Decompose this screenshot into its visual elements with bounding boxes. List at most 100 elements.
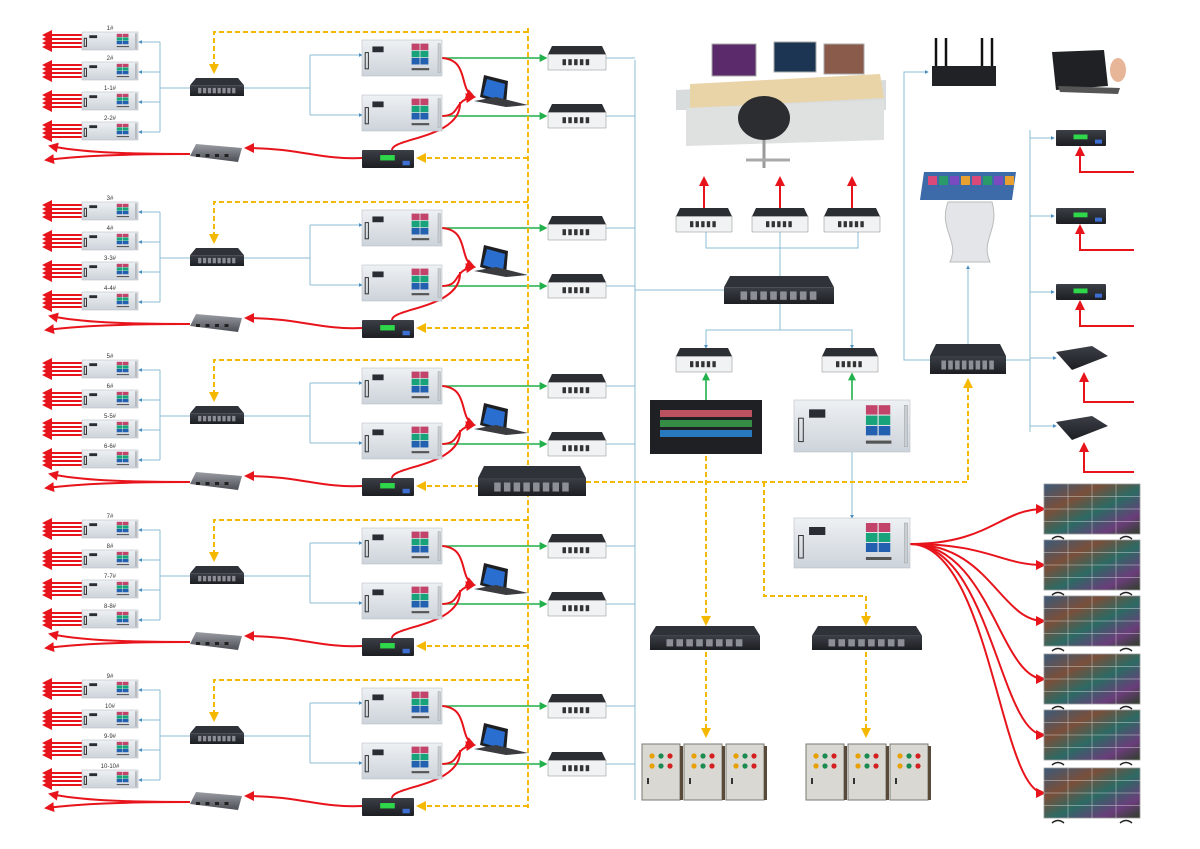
keypad-key-icon xyxy=(122,267,129,271)
button-icon xyxy=(813,753,819,759)
port-icon xyxy=(975,360,981,370)
rack-ear xyxy=(134,93,138,109)
keypad-key-icon xyxy=(116,71,123,75)
keypad-key-icon xyxy=(122,771,129,776)
display-icon xyxy=(372,589,384,596)
extender-a xyxy=(547,694,607,719)
receiver-2-3 xyxy=(81,449,139,469)
receiver-label: 2# xyxy=(107,56,114,62)
port-icon xyxy=(574,707,578,714)
port-icon xyxy=(562,765,566,772)
port-icon xyxy=(841,361,845,368)
handle-icon xyxy=(364,595,369,613)
monitor-right xyxy=(823,43,865,75)
receiver-2-0 xyxy=(81,359,139,379)
keypad-key-icon xyxy=(420,586,429,594)
keypad-key-icon xyxy=(122,555,129,559)
touch-kiosk xyxy=(920,172,1016,263)
extender-a xyxy=(547,534,607,559)
keypad-key-icon xyxy=(116,749,123,753)
cabinet-door xyxy=(725,743,765,801)
switch-top xyxy=(930,344,1006,356)
port-icon xyxy=(712,361,716,368)
rack-body xyxy=(81,609,139,629)
button-icon xyxy=(709,763,715,769)
button-icon xyxy=(855,753,861,759)
port-icon xyxy=(217,415,221,422)
port-icon xyxy=(585,117,590,124)
display-icon xyxy=(89,553,98,557)
keypad-key-icon xyxy=(116,123,123,128)
keypad-key-icon xyxy=(411,105,420,113)
keypad-key-icon xyxy=(411,441,420,448)
cabinet-door xyxy=(683,743,723,801)
port-icon xyxy=(574,287,578,294)
rack-body xyxy=(81,389,139,409)
tablet-body xyxy=(1052,50,1108,90)
port-icon xyxy=(503,482,511,492)
input-link xyxy=(1079,442,1134,473)
keypad-key-icon xyxy=(116,525,123,529)
tile-icon xyxy=(972,176,981,185)
receiver-label: 10-10# xyxy=(101,764,120,770)
port-icon xyxy=(579,287,584,294)
lcd-icon xyxy=(1073,288,1088,294)
keypad-key-icon xyxy=(865,523,878,532)
keypad-key-icon xyxy=(116,719,123,723)
port-icon xyxy=(542,482,550,492)
label-strip xyxy=(116,404,130,406)
keypad-key-icon xyxy=(411,433,420,441)
kvm-keyboard xyxy=(474,267,528,277)
port-icon xyxy=(568,387,572,394)
port-icon xyxy=(212,415,216,422)
rack-ear xyxy=(134,361,138,377)
label-strip xyxy=(116,724,130,726)
button-icon xyxy=(667,763,673,769)
stand-icon xyxy=(1051,647,1133,652)
port-icon xyxy=(574,387,578,394)
button-icon xyxy=(700,753,706,759)
rack-ear xyxy=(134,263,138,279)
switch-top xyxy=(190,406,244,414)
rack-ear xyxy=(134,421,138,437)
rack-ear xyxy=(437,371,441,401)
distribution-switch xyxy=(478,466,586,496)
rack-ear xyxy=(437,213,441,243)
port-icon xyxy=(224,324,229,327)
port-icon xyxy=(227,257,231,264)
rack-ear xyxy=(904,522,908,564)
port-icon xyxy=(217,87,221,94)
kvm-link xyxy=(441,227,476,269)
wall-link xyxy=(909,543,1046,798)
port-icon xyxy=(562,287,566,294)
keypad-key-icon xyxy=(411,753,420,761)
badge-icon xyxy=(402,330,410,336)
port-icon xyxy=(227,87,231,94)
port-icon xyxy=(854,221,859,228)
box-top xyxy=(676,208,732,217)
kvm-link xyxy=(441,263,476,287)
converter-1 xyxy=(1056,416,1108,440)
cabinet-side xyxy=(722,746,725,800)
rack-ear xyxy=(134,33,138,49)
operator-console-desk xyxy=(676,41,886,168)
port-icon xyxy=(232,87,236,94)
handle-icon xyxy=(83,395,87,405)
keypad-key-icon xyxy=(116,361,123,366)
port-icon xyxy=(232,735,236,742)
port-icon xyxy=(706,221,711,228)
port-icon xyxy=(224,642,229,645)
port-icon xyxy=(579,605,584,612)
port-icon xyxy=(562,547,566,554)
keypad-key-icon xyxy=(122,589,129,593)
port-icon xyxy=(205,802,210,805)
keypad-key-icon xyxy=(411,706,420,713)
port-icon xyxy=(585,547,590,554)
receiver-label: 4# xyxy=(107,226,114,232)
keypad-key-icon xyxy=(411,538,420,546)
button-icon xyxy=(733,763,739,769)
keypad-key-icon xyxy=(116,425,123,429)
label-strip xyxy=(116,374,130,376)
encoder-link xyxy=(391,101,462,151)
keypad-key-icon xyxy=(420,220,429,228)
